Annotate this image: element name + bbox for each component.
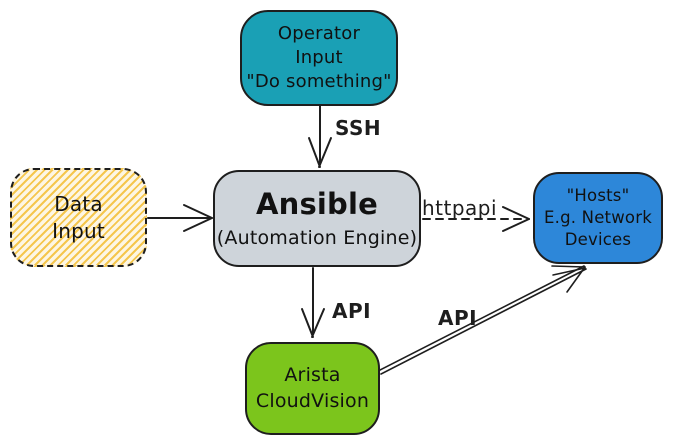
node-ansible: Ansible (Automation Engine): [213, 170, 421, 267]
node-operator-input-line2: Input: [295, 46, 343, 68]
node-data-input-line1: Data: [54, 191, 103, 216]
edge-label-httpapi: httpapi: [422, 196, 498, 220]
node-data-input-line2: Input: [52, 218, 105, 243]
node-arista-cloudvision-line1: Arista: [284, 363, 341, 386]
node-operator-input: Operator Input "Do something": [240, 10, 398, 106]
arrow-data-to-ansible: [147, 204, 213, 232]
node-hosts-line1: "Hosts": [566, 185, 630, 205]
edge-label-api-cloudvision: API: [332, 299, 372, 323]
node-hosts-line3: Devices: [564, 230, 632, 250]
node-data-input: Data Input: [10, 168, 147, 267]
node-ansible-title: Ansible: [255, 187, 379, 222]
node-hosts: "Hosts" E.g. Network Devices: [533, 172, 663, 264]
edge-label-ssh: SSH: [335, 116, 382, 140]
node-ansible-subtitle: (Automation Engine): [216, 227, 418, 250]
arrow-ansible-to-hosts-dashed: [422, 206, 530, 232]
node-operator-input-line1: Operator: [277, 22, 361, 44]
arrow-operator-to-ansible: [308, 105, 332, 168]
node-hosts-line2: E.g. Network: [544, 207, 652, 227]
arrow-ansible-to-cloudvision: [301, 267, 325, 338]
edge-label-api-hosts: API: [438, 306, 478, 330]
arrow-cloudvision-to-hosts: [379, 265, 587, 375]
node-arista-cloudvision: Arista CloudVision: [245, 342, 380, 435]
node-arista-cloudvision-line2: CloudVision: [255, 389, 370, 412]
node-operator-input-line3: "Do something": [246, 71, 392, 93]
